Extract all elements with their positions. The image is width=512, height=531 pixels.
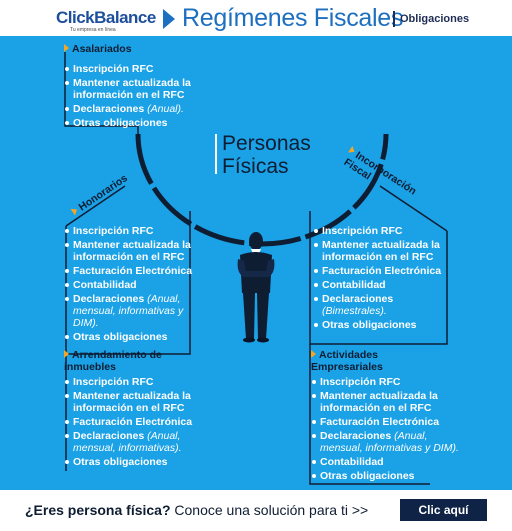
clic-aqui-button[interactable]: Clic aquí: [400, 499, 487, 521]
cta-text: ¿Eres persona física? Conoce una solució…: [25, 502, 369, 518]
honorarios-list: Inscripción RFC Mantener actualizada la …: [64, 225, 194, 345]
list-item: Contabilidad: [311, 456, 466, 468]
list-item: Otras obligaciones: [64, 117, 214, 129]
list-item: Inscripción RFC: [313, 225, 445, 237]
title-arrow-icon: [163, 9, 175, 29]
list-item: Inscripción RFC: [64, 225, 194, 237]
footer: ¿Eres persona física? Conoce una solució…: [0, 490, 512, 531]
list-item: Facturación Electrónica: [313, 265, 445, 277]
page-title: Regímenes Fiscales: [182, 4, 404, 32]
center-bar: [215, 134, 217, 174]
list-item: Mantener actualizada la información en e…: [64, 390, 199, 414]
arrendamiento-list: Inscripción RFC Mantener actualizada la …: [64, 376, 199, 470]
list-item: Inscripción RFC: [64, 376, 199, 388]
arrendamiento-title: Arrendamiento de inmuebles: [64, 349, 162, 373]
list-item: Declaraciones (Anual, mensual, informati…: [64, 293, 194, 329]
list-item: Declaraciones (Bimestrales).: [313, 293, 445, 317]
infographic-panel: Asalariados Inscripción RFC Mantener act…: [0, 36, 512, 490]
list-item: Contabilidad: [313, 279, 445, 291]
asalariados-title: Asalariados: [64, 43, 132, 55]
businessman-figure: [237, 232, 275, 343]
list-item: Contabilidad: [64, 279, 194, 291]
actividades-title: Actividades Empresariales: [311, 349, 383, 373]
list-item: Otras obligaciones: [313, 319, 445, 331]
list-item: Mantener actualizada la información en e…: [64, 77, 214, 101]
logo-wordmark: ClickBalance: [56, 8, 156, 27]
list-item: Facturación Electrónica: [311, 416, 466, 428]
orange-triangle-icon: [64, 44, 69, 52]
title-divider: [393, 11, 395, 27]
list-item: Inscripción RFC: [311, 376, 466, 388]
page-subtitle: Obligaciones: [400, 13, 470, 25]
header: ClickBalance Tu empresa en línea Regímen…: [0, 0, 512, 36]
list-item: Facturación Electrónica: [64, 416, 199, 428]
list-item: Inscripción RFC: [64, 63, 214, 75]
orange-triangle-icon: [311, 350, 316, 358]
list-item: Mantener actualizada la información en e…: [311, 390, 466, 414]
clickbalance-logo[interactable]: ClickBalance Tu empresa en línea: [56, 9, 156, 33]
list-item: Mantener actualizada la información en e…: [64, 239, 194, 263]
center-title: Personas Físicas: [222, 132, 311, 178]
asalariados-list: Inscripción RFC Mantener actualizada la …: [64, 63, 214, 131]
list-item: Declaraciones (Anual, mensual, informati…: [64, 430, 199, 454]
logo-tagline: Tu empresa en línea: [70, 27, 116, 33]
list-item: Otras obligaciones: [64, 456, 199, 468]
list-item: Otras obligaciones: [64, 331, 194, 343]
incorporacion-list: Inscripción RFC Mantener actualizada la …: [313, 225, 445, 333]
list-item: Otras obligaciones: [311, 470, 466, 482]
actividades-list: Inscripción RFC Mantener actualizada la …: [311, 376, 466, 484]
list-item: Declaraciones (Anual, mensual, informati…: [311, 430, 466, 454]
list-item: Facturación Electrónica: [64, 265, 194, 277]
orange-triangle-icon: [64, 350, 69, 358]
list-item: Declaraciones (Anual).: [64, 103, 214, 115]
list-item: Mantener actualizada la información en e…: [313, 239, 445, 263]
